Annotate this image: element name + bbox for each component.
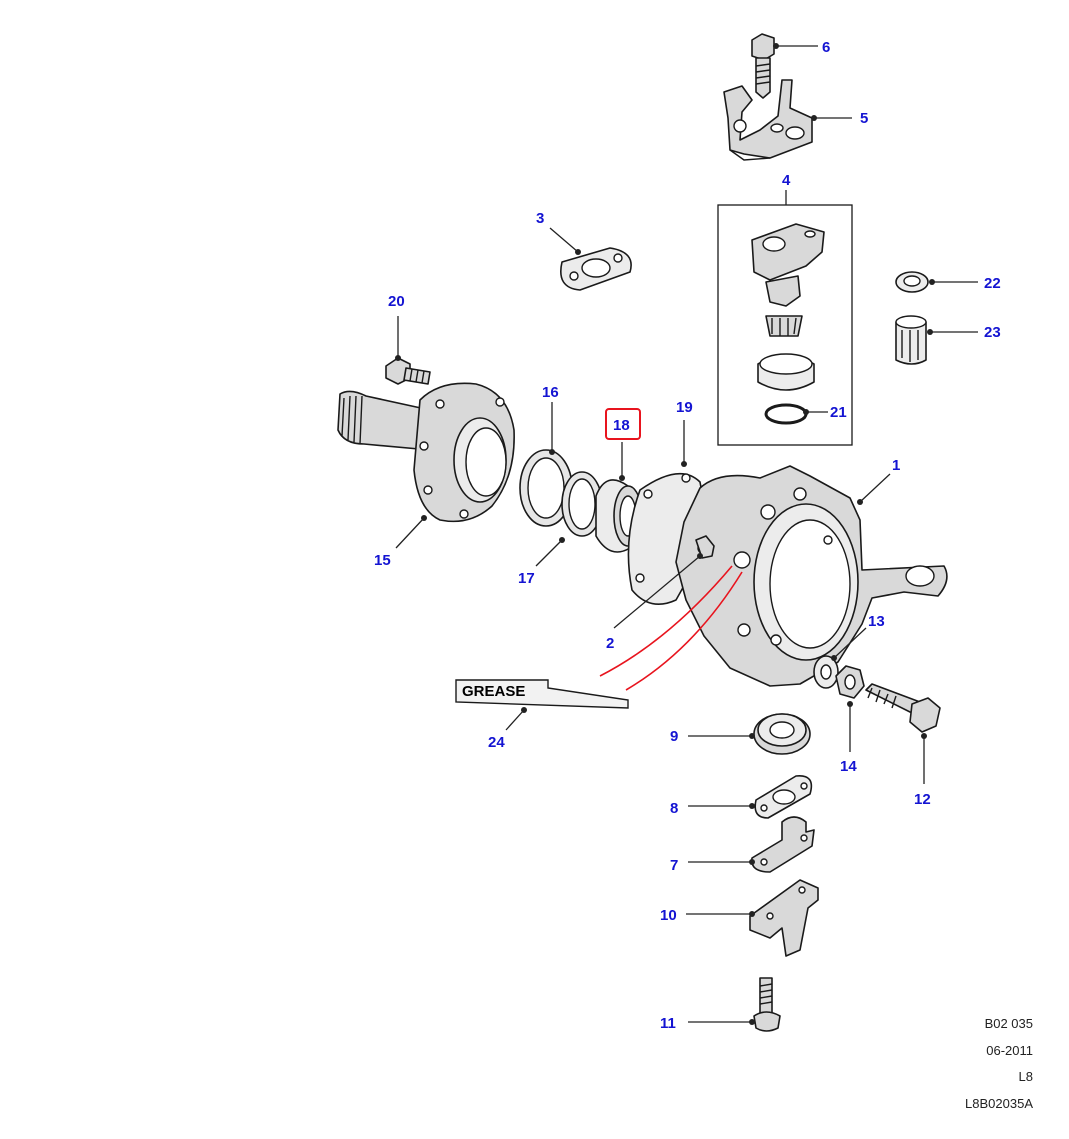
part-7-lower-pin[interactable]: [751, 816, 815, 873]
callout-17[interactable]: 17: [518, 570, 535, 587]
callout-21[interactable]: 21: [830, 404, 847, 421]
part-20-bolt[interactable]: [385, 357, 431, 385]
part-14-nut[interactable]: [835, 665, 865, 699]
image-code: L8B02035A: [965, 1096, 1033, 1111]
callout-13[interactable]: 13: [868, 613, 885, 630]
part-11-bolt[interactable]: [753, 977, 781, 1032]
callout-5[interactable]: 5: [860, 110, 868, 127]
part-9-bearing[interactable]: [753, 713, 811, 755]
grease-label-text: GREASE: [462, 683, 525, 700]
callout-19[interactable]: 19: [676, 399, 693, 416]
callout-2[interactable]: 2: [606, 635, 614, 652]
grease-indicator-lines: [599, 565, 743, 691]
part-22-seal[interactable]: [895, 271, 929, 293]
callout-16[interactable]: 16: [542, 384, 559, 401]
part-3-shim[interactable]: [560, 247, 632, 291]
callout-4[interactable]: 4: [782, 172, 791, 189]
drawing-code: B02 035: [984, 1016, 1033, 1031]
part-4-kit[interactable]: [717, 204, 853, 446]
callout-12[interactable]: 12: [914, 791, 931, 808]
part-8-shim[interactable]: [754, 775, 813, 819]
callout-20[interactable]: 20: [388, 293, 405, 310]
leader-lines: [395, 43, 978, 1025]
part-24-grease-label[interactable]: GREASE: [455, 679, 629, 709]
part-6-bolt[interactable]: [751, 33, 775, 99]
callout-10[interactable]: 10: [660, 907, 677, 924]
callout-15[interactable]: 15: [374, 552, 391, 569]
callout-7[interactable]: 7: [670, 857, 678, 874]
callout-6[interactable]: 6: [822, 39, 830, 56]
callout-9[interactable]: 9: [670, 728, 678, 745]
part-15-stub-axle[interactable]: [337, 382, 515, 523]
callout-labels: 6 5 4 3 22 23 20 21 16 18 19 1 15 17 2 1…: [374, 39, 1001, 1032]
part-10-lower-bracket[interactable]: [749, 879, 819, 957]
part-16-seal[interactable]: [519, 449, 573, 527]
callout-8[interactable]: 8: [670, 800, 678, 817]
part-12-bolt[interactable]: [865, 683, 941, 733]
callout-14[interactable]: 14: [840, 758, 857, 775]
callout-1[interactable]: 1: [892, 457, 900, 474]
callout-11[interactable]: 11: [660, 1015, 676, 1032]
callout-18[interactable]: 18: [613, 417, 630, 434]
callout-3[interactable]: 3: [536, 210, 544, 227]
callout-22[interactable]: 22: [984, 275, 1001, 292]
part-1-swivel-housing[interactable]: [675, 465, 948, 687]
callout-24[interactable]: 24: [488, 734, 505, 751]
part-17-ring[interactable]: [561, 471, 603, 537]
model-code: L8: [1018, 1069, 1033, 1084]
drawing-date: 06-2011: [986, 1043, 1033, 1058]
part-5-bracket[interactable]: [723, 79, 813, 161]
part-23-needle-bearing[interactable]: [895, 315, 927, 365]
part-13-washer[interactable]: [813, 655, 839, 689]
highlight-box-18: [605, 408, 641, 440]
callout-23[interactable]: 23: [984, 324, 1001, 341]
